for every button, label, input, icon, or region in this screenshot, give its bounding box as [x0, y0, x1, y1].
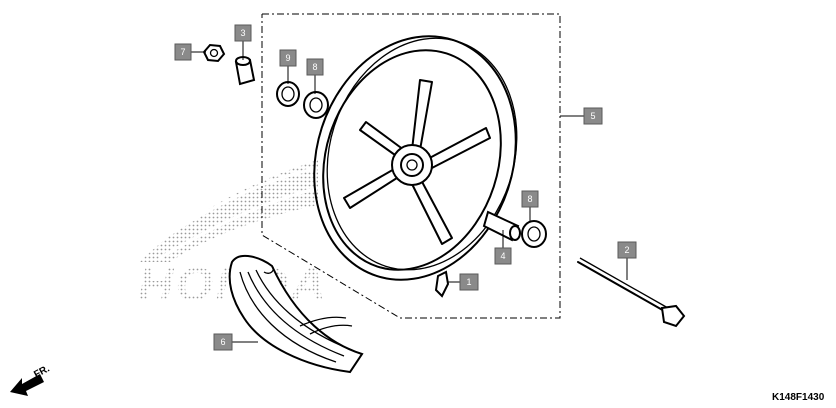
bearing-left — [303, 91, 329, 119]
bearing-right — [521, 220, 547, 248]
svg-text:1: 1 — [466, 277, 471, 287]
callout-4: 4 — [494, 247, 512, 265]
svg-text:6: 6 — [220, 337, 225, 347]
wheel-rim — [313, 35, 518, 281]
side-collar — [234, 56, 256, 86]
tire-part — [228, 254, 364, 374]
diagram-code: K148F1430 — [772, 392, 825, 403]
callout-2: 2 — [617, 241, 637, 259]
axle-bolt — [577, 257, 686, 328]
callout-1: 1 — [459, 273, 479, 291]
leader-lines — [191, 41, 628, 343]
callout-8-right: 8 — [521, 190, 539, 208]
callout-7: 7 — [174, 43, 192, 61]
front-direction-indicator: FR. — [10, 363, 52, 396]
svg-text:4: 4 — [500, 251, 505, 261]
svg-text:2: 2 — [624, 245, 629, 255]
axle-nut — [202, 43, 226, 63]
svg-text:5: 5 — [590, 111, 595, 121]
svg-text:3: 3 — [240, 28, 245, 38]
direction-label: FR. — [32, 363, 52, 380]
dust-seal — [276, 81, 300, 107]
assembly-outline — [261, 13, 561, 319]
tire-valve — [434, 270, 450, 298]
direction-arrow-icon — [10, 374, 44, 396]
svg-text:7: 7 — [180, 47, 185, 57]
callout-5: 5 — [583, 107, 603, 125]
svg-text:8: 8 — [312, 62, 317, 72]
watermark-wing — [140, 160, 318, 262]
callout-9: 9 — [279, 49, 297, 67]
distance-collar — [482, 210, 521, 242]
svg-text:9: 9 — [285, 53, 290, 63]
callout-8-left: 8 — [306, 58, 324, 76]
callout-3: 3 — [234, 24, 252, 42]
callout-6: 6 — [213, 333, 233, 351]
svg-text:8: 8 — [527, 194, 532, 204]
